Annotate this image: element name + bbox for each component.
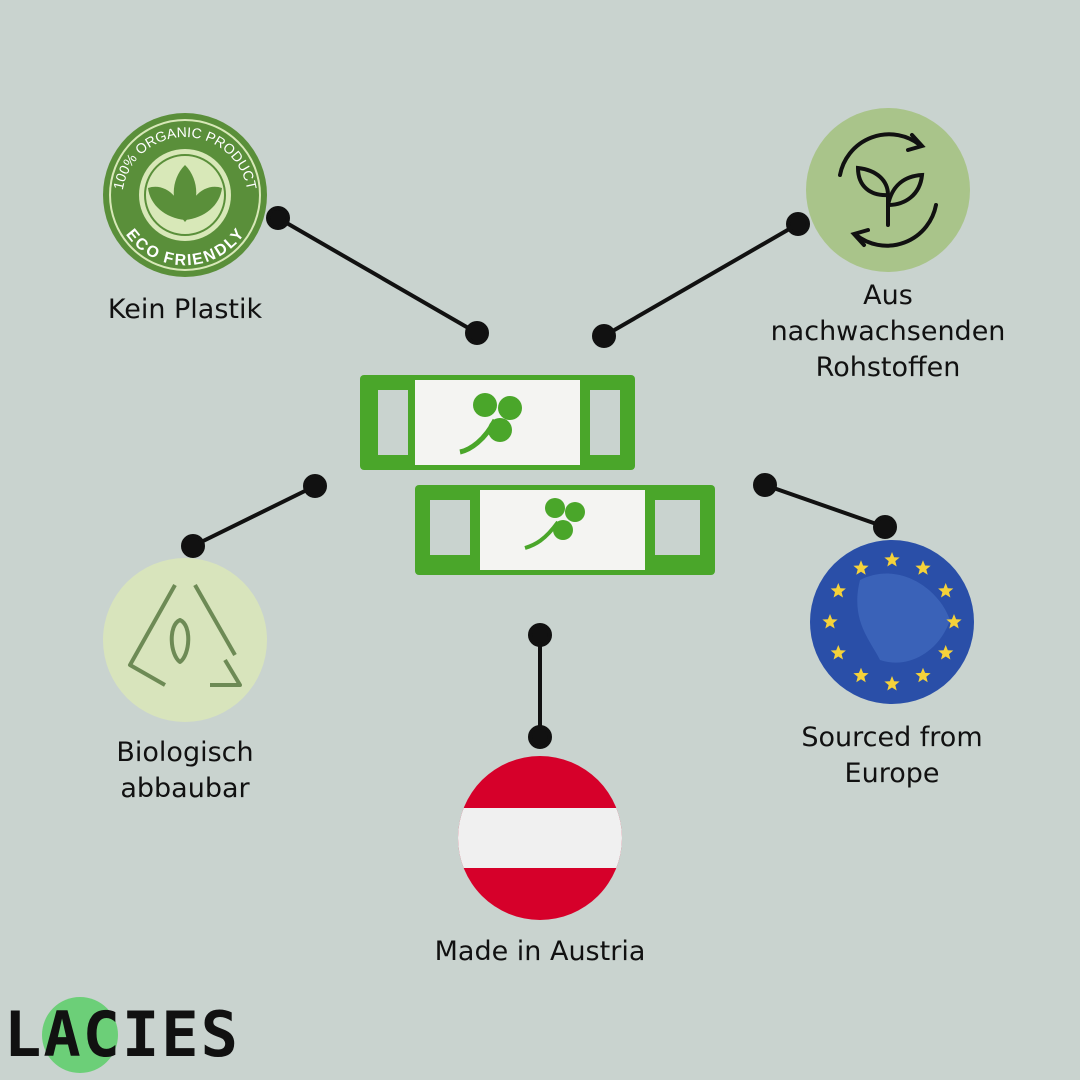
connector-line <box>192 484 316 548</box>
eu-star-icon <box>830 583 846 598</box>
eu-star-icon <box>853 667 869 683</box>
eu-star-icon <box>853 560 869 575</box>
connector-line <box>276 216 479 335</box>
eco-friendly-badge-icon: 100% ORGANIC PRODUCT ECO FRIENDLY <box>103 113 267 277</box>
connector-line <box>603 222 799 338</box>
label-kein-plastik: Kein Plastik <box>107 294 263 325</box>
eu-star-icon <box>938 645 954 660</box>
eu-star-icon <box>822 614 838 629</box>
eu-star-icon <box>915 560 931 575</box>
eu-star-icon <box>830 645 846 660</box>
eu-star-icon <box>938 583 954 598</box>
austria-flag-icon <box>458 756 622 920</box>
lacies-logo: LACIES <box>4 997 240 1073</box>
eu-star-icon <box>946 614 962 629</box>
renewable-leaf-cycle-icon <box>806 108 970 272</box>
eu-star-icon <box>884 676 900 691</box>
label-made-in-austria: Made in Austria <box>434 936 646 967</box>
eu-star-icon <box>884 552 900 567</box>
connectors <box>181 206 897 749</box>
connector-line <box>764 483 886 529</box>
eu-star-icon <box>915 667 931 683</box>
eu-flag-map-icon <box>810 540 974 704</box>
svg-text:LACIES: LACIES <box>4 998 240 1071</box>
shamrock-lace-clip-icon <box>360 375 715 575</box>
biodegradable-recycle-icon <box>103 558 267 722</box>
